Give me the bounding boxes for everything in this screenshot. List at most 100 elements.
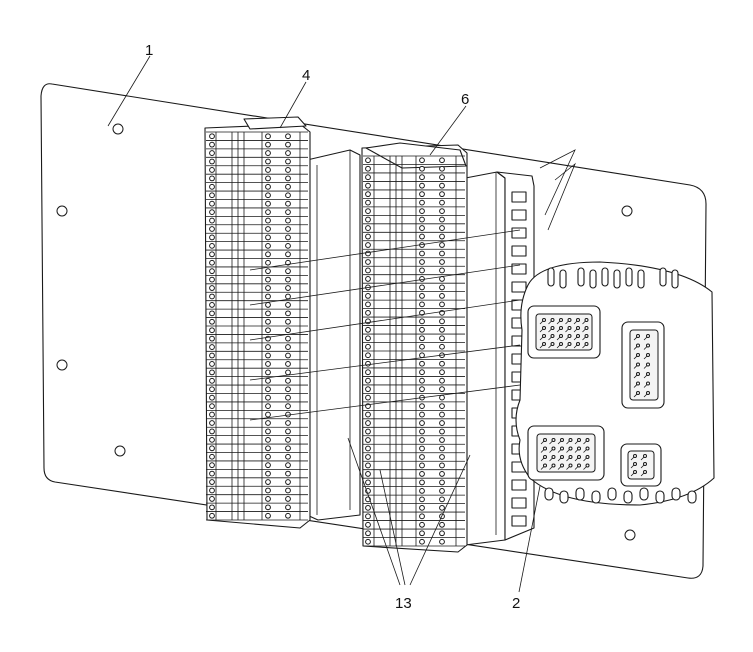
- terminal-screw: [209, 352, 215, 359]
- terminal-screw: [419, 445, 425, 452]
- terminal-screw: [419, 318, 425, 325]
- connector-pin-head: [542, 326, 546, 330]
- terminal-screw: [439, 267, 445, 274]
- terminal-screw: [265, 285, 271, 291]
- terminal-screw: [265, 133, 271, 140]
- perspective-guide-lines: [249, 149, 576, 421]
- terminal-screw: [439, 225, 445, 231]
- plate-mounting-hole: [624, 529, 636, 541]
- connector-pin-head: [585, 438, 590, 442]
- panel-vent-slot: [613, 269, 621, 289]
- terminal-screw: [419, 479, 425, 486]
- terminal-screw: [439, 276, 445, 282]
- terminal-screw: [365, 420, 371, 426]
- terminal-screw: [209, 344, 215, 350]
- terminal-screw: [439, 454, 445, 460]
- terminal-screw: [209, 133, 215, 140]
- terminal-screw: [209, 377, 215, 384]
- terminal-screw: [419, 487, 425, 494]
- terminal-screw: [439, 182, 445, 189]
- terminal-screw: [439, 521, 445, 528]
- comb-slot: [511, 281, 527, 293]
- terminal-screw: [285, 150, 291, 156]
- terminal-screw: [265, 487, 271, 494]
- terminal-screw: [285, 242, 291, 249]
- terminal-screw: [419, 326, 425, 333]
- terminal-screw: [439, 428, 445, 435]
- terminal-screw: [209, 276, 215, 283]
- terminal-screw: [365, 225, 371, 231]
- connector-pin-head: [584, 342, 589, 346]
- terminal-screw: [209, 285, 215, 291]
- terminal-screw: [209, 150, 215, 156]
- terminal-screw: [365, 462, 371, 469]
- connector-pin-head: [550, 326, 555, 330]
- connector-pin-head: [568, 438, 573, 442]
- terminal-screw: [285, 141, 291, 148]
- comb-slot: [511, 209, 527, 221]
- terminal-screw: [285, 403, 291, 410]
- terminal-screw: [439, 538, 445, 545]
- terminal-screw: [365, 216, 371, 223]
- panel-vent-slot: [544, 487, 554, 501]
- leader-lines: [107, 55, 541, 593]
- terminal-screw: [285, 285, 291, 291]
- terminal-screw: [285, 302, 291, 308]
- connector-pin-head: [568, 446, 573, 451]
- terminal-screw: [285, 487, 291, 494]
- terminal-screw: [419, 521, 425, 528]
- connector-pin-head: [543, 438, 547, 442]
- connector-pin-head: [577, 446, 581, 451]
- terminal-screw: [265, 386, 271, 393]
- plate-mounting-hole: [621, 205, 633, 217]
- terminal-screw: [419, 496, 425, 503]
- terminal-screw: [265, 411, 271, 418]
- terminal-screw: [365, 377, 371, 384]
- connector-pin-head: [551, 438, 556, 442]
- terminal-screw: [285, 226, 291, 232]
- terminal-screw: [439, 326, 445, 333]
- terminal-screw: [209, 158, 215, 165]
- connector-top-right: [621, 321, 665, 409]
- terminal-screw: [439, 335, 445, 342]
- connector-pin-head: [646, 381, 650, 386]
- terminal-screw: [209, 361, 215, 367]
- panel-vent-slot: [687, 490, 697, 504]
- terminal-screw: [439, 208, 445, 215]
- connector-pin-head: [646, 391, 650, 395]
- terminal-screw: [285, 386, 291, 393]
- connector-pin-head: [576, 326, 580, 330]
- terminal-screw: [439, 216, 445, 223]
- terminal-screw: [265, 192, 271, 199]
- terminal-screw: [365, 471, 371, 477]
- terminal-screw: [365, 394, 371, 401]
- terminal-screw: [209, 141, 215, 148]
- terminal-screw: [209, 310, 215, 317]
- terminal-screw: [419, 377, 425, 384]
- connector-pin-head: [646, 334, 650, 338]
- terminal-screw: [439, 318, 445, 325]
- terminal-screw: [419, 538, 425, 545]
- terminal-screw: [265, 175, 271, 182]
- connector-pin-head: [636, 362, 640, 367]
- terminal-screw: [209, 251, 215, 258]
- terminal-screw: [265, 268, 271, 275]
- terminal-screw: [265, 361, 271, 367]
- comb-slot: [511, 263, 527, 275]
- terminal-screw: [265, 436, 271, 443]
- terminal-screw: [209, 217, 215, 224]
- terminal-screw: [209, 242, 215, 249]
- connector-pin-head: [646, 362, 650, 367]
- connector-pin-head: [584, 326, 589, 330]
- terminal-screw: [439, 233, 445, 240]
- terminal-screw: [439, 487, 445, 494]
- terminal-screw: [285, 209, 291, 216]
- terminal-screw: [439, 343, 445, 350]
- connector-pin-head: [576, 334, 580, 338]
- terminal-screw: [419, 420, 425, 426]
- terminal-screw: [365, 199, 371, 206]
- comb-slot: [511, 227, 527, 239]
- terminal-screw: [209, 259, 215, 266]
